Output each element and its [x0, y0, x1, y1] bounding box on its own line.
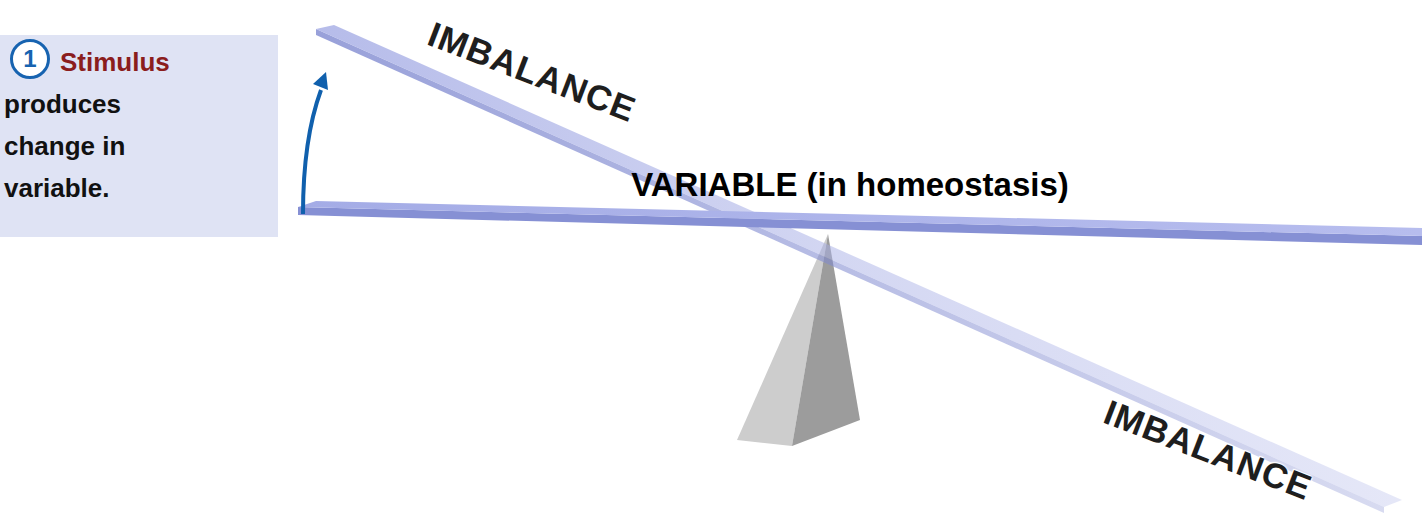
tilted-plank: [316, 25, 1402, 507]
callout-number: 1: [23, 47, 36, 71]
tilted-plank-edge: [316, 29, 1384, 513]
arrow-head: [313, 72, 328, 90]
variable-label: VARIABLE (in homeostasis): [631, 168, 1069, 201]
stimulus-arrow: [303, 90, 321, 214]
stimulus-box: Stimulus produces change in variable.1: [0, 35, 278, 237]
imbalance-label: IMBALANCE: [1099, 392, 1318, 508]
plank: [298, 201, 1422, 236]
callout-number: 1: [10, 39, 50, 79]
imbalance-label: IMBALANCE: [423, 14, 642, 130]
